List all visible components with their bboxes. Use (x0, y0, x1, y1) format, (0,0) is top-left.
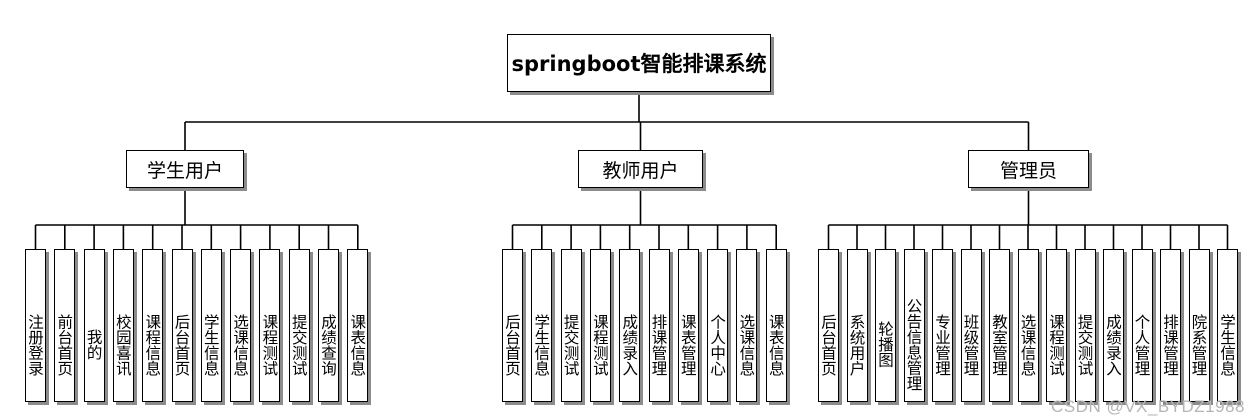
watermark: CSDN @VX_BYDZ1988 (1051, 397, 1245, 416)
leaf-node: 学生信息 (200, 249, 222, 402)
leaf-node: 教室管理 (989, 249, 1010, 402)
leaf-node: 排课管理 (1160, 249, 1181, 402)
leaf-node: 前台首页 (54, 249, 76, 402)
leaf-node: 成绩查询 (318, 249, 339, 402)
leaf-node: 个人管理 (1131, 249, 1153, 402)
leaf-node: 个人中心 (707, 249, 729, 402)
leaf-node: 系统用户 (846, 249, 868, 402)
leaf-node: 课表信息 (765, 249, 787, 402)
leaf-node: 班级管理 (960, 249, 982, 402)
leaf-node: 轮播图 (875, 249, 896, 402)
leaf-node: 校园喜讯 (112, 249, 134, 402)
leaf-node: 我的 (83, 249, 105, 402)
leaf-node: 课程测试 (1046, 249, 1067, 402)
leaf-node: 学生信息 (531, 249, 553, 402)
leaf-node: 排课管理 (648, 249, 670, 402)
leaf-node: 后台首页 (171, 249, 193, 402)
leaf-node: 课程测试 (589, 249, 611, 402)
leaf-node: 提交测试 (560, 249, 582, 402)
leaf-node: 提交测试 (288, 249, 310, 402)
leaf-node: 院系管理 (1188, 249, 1210, 402)
leaf-node: 选课信息 (230, 249, 252, 402)
group-node-admin: 管理员 (968, 150, 1089, 188)
leaf-node: 成绩录入 (1103, 249, 1124, 402)
leaf-node: 专业管理 (932, 249, 953, 402)
leaf-node: 提交测试 (1074, 249, 1096, 402)
group-node-student: 学生用户 (126, 150, 244, 188)
leaf-node: 选课信息 (736, 249, 758, 402)
leaf-node: 课程信息 (142, 249, 164, 402)
leaf-node: 课表管理 (677, 249, 699, 402)
leaf-node: 注册登录 (25, 249, 46, 402)
group-node-teacher: 教师用户 (578, 150, 703, 188)
root-node: springboot智能排课系统 (507, 34, 771, 92)
leaf-node: 课表信息 (347, 249, 369, 402)
leaf-node: 后台首页 (502, 249, 523, 402)
leaf-node: 选课信息 (1017, 249, 1039, 402)
leaf-node: 学生信息 (1217, 249, 1238, 402)
leaf-node: 课程测试 (259, 249, 281, 402)
leaf-node: 成绩录入 (619, 249, 641, 402)
leaf-node: 公告信息管理 (903, 249, 925, 402)
leaf-node: 后台首页 (818, 249, 839, 402)
